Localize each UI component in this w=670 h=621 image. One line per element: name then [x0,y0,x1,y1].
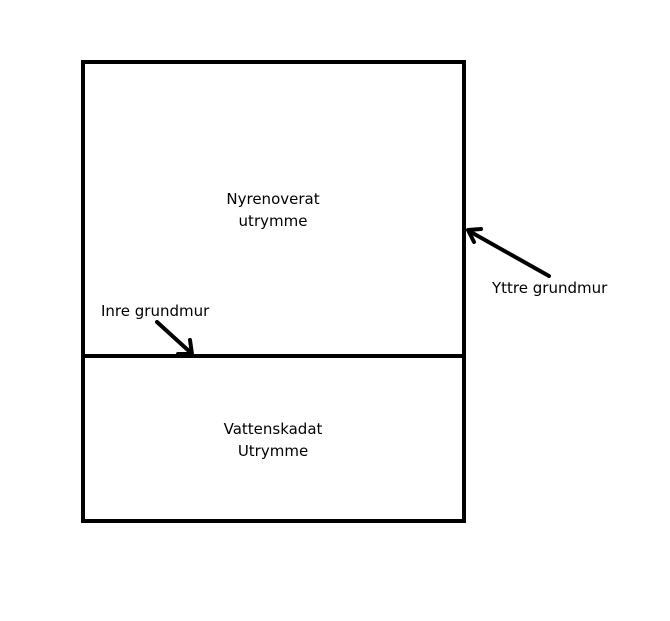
upper-room-label-line2: utrymme [238,212,308,230]
lower-room-label-line2: Utrymme [237,442,309,460]
lower-room-label: Vattenskadat Utrymme [224,418,323,462]
upper-room-label-line1: Nyrenoverat [226,190,320,208]
outer-foundation-wall [81,60,466,523]
outer-wall-arrow [466,227,551,278]
upper-room-label: Nyrenoverat utrymme [226,188,319,232]
lower-room-label-line1: Vattenskadat [223,420,323,438]
inner-wall-arrow [155,320,194,356]
inner-wall-label: Inre grundmur [101,302,210,320]
outer-wall-label: Yttre grundmur [492,279,608,297]
